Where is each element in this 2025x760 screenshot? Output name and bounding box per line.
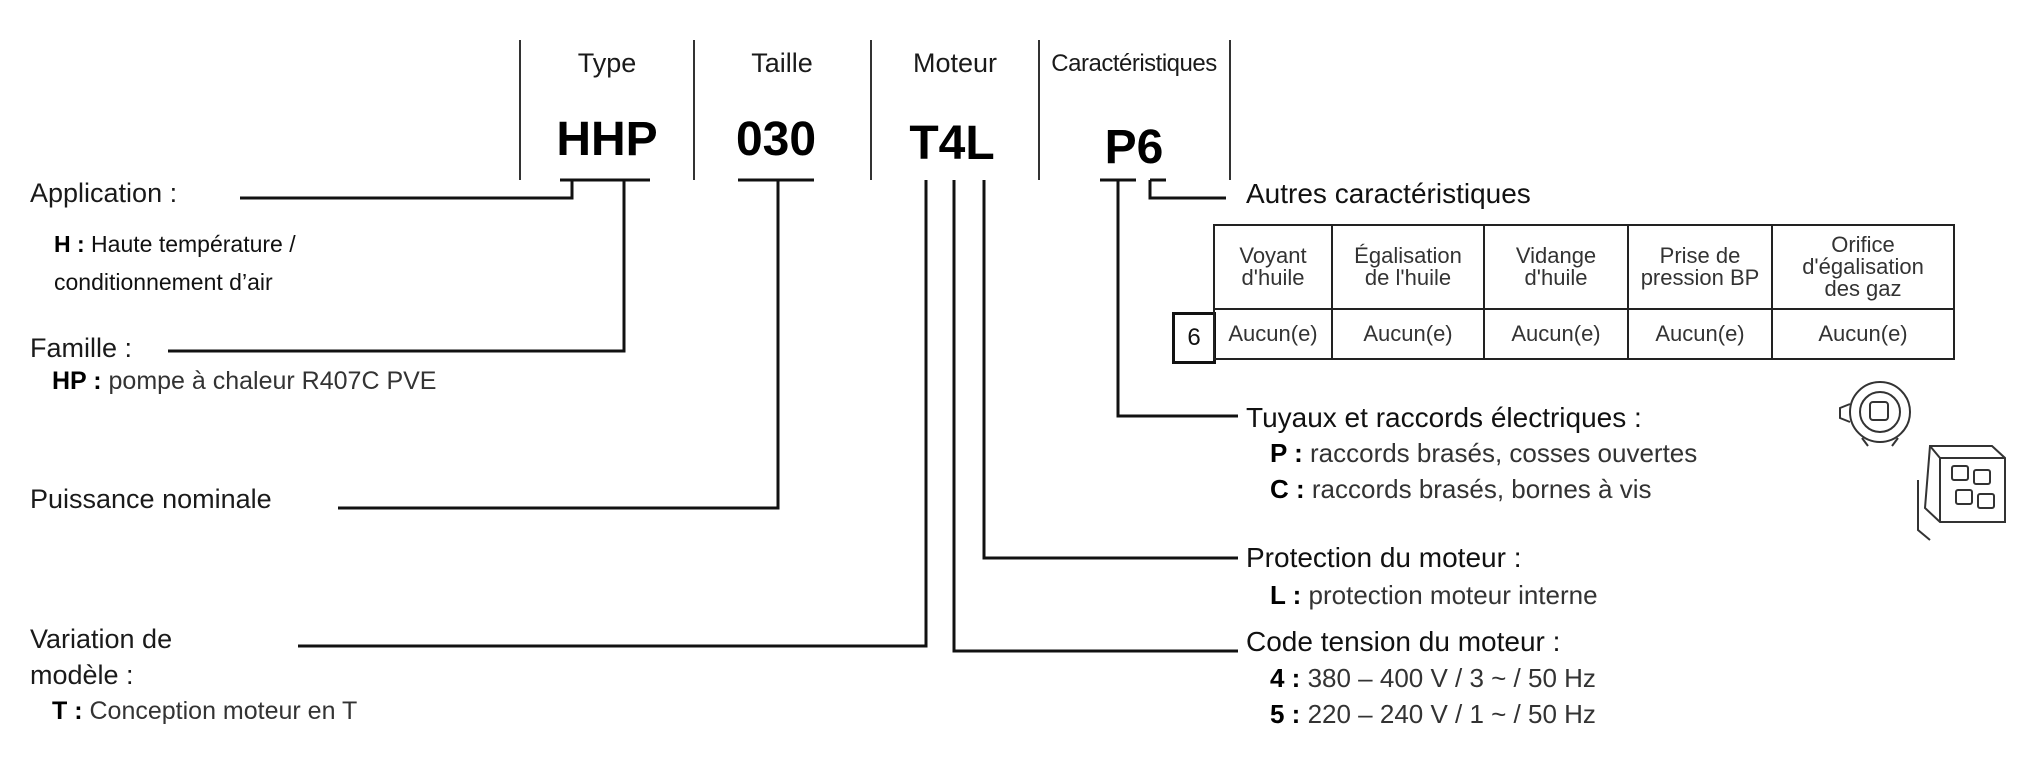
tension-item-4: 4 : 380 – 400 V / 3 ~ / 50 Hz bbox=[1270, 663, 1596, 693]
table-cell: Aucun(e) bbox=[1213, 308, 1333, 360]
protection-item-l: L : protection moteur interne bbox=[1270, 580, 1598, 610]
row-code-box: 6 bbox=[1172, 312, 1216, 364]
famille-desc: HP : pompe à chaleur R407C PVE bbox=[52, 367, 437, 395]
table-cell: Aucun(e) bbox=[1331, 308, 1485, 360]
terminal-block-icon bbox=[1917, 445, 2006, 541]
terminal-cover-icon bbox=[1839, 381, 1911, 447]
puissance-connector bbox=[338, 180, 780, 510]
code-type: HHP bbox=[556, 113, 658, 166]
famille-label: Famille : bbox=[30, 333, 133, 363]
code-taille: 030 bbox=[735, 113, 817, 166]
table-cell: Aucun(e) bbox=[1771, 308, 1955, 360]
famille-connector bbox=[168, 180, 626, 353]
tuyaux-title: Tuyaux et raccords électriques : bbox=[1246, 402, 1642, 433]
autres-title: Autres caractéristiques bbox=[1246, 178, 1531, 209]
tension-title: Code tension du moteur : bbox=[1246, 626, 1561, 657]
tension-item-5: 5 : 220 – 240 V / 1 ~ / 50 Hz bbox=[1270, 699, 1596, 729]
variation-label-line1: Variation de bbox=[30, 624, 173, 654]
column-header-caracteristiques: Caractéristiques bbox=[1051, 50, 1217, 77]
protection-connector bbox=[982, 180, 1238, 560]
tuyaux-item-c: C : raccords brasés, bornes à vis bbox=[1270, 474, 1652, 504]
puissance-label: Puissance nominale bbox=[30, 484, 272, 514]
table-cell: Aucun(e) bbox=[1627, 308, 1773, 360]
autres-connector bbox=[1148, 180, 1226, 200]
code-moteur: T4L bbox=[909, 117, 995, 170]
application-connector bbox=[240, 180, 574, 200]
tuyaux-connector bbox=[1116, 180, 1238, 418]
table-cell: Aucun(e) bbox=[1483, 308, 1629, 360]
column-header-moteur: Moteur bbox=[912, 48, 998, 78]
code-caracteristiques: P6 bbox=[1104, 121, 1164, 174]
column-header-type: Type bbox=[577, 48, 637, 78]
variation-connector bbox=[298, 180, 928, 648]
protection-title: Protection du moteur : bbox=[1246, 542, 1522, 573]
table-row: Aucun(e) Aucun(e) Aucun(e) Aucun(e) Aucu… bbox=[1213, 308, 1955, 360]
variation-label-line2: modèle : bbox=[30, 660, 134, 690]
column-header-taille: Taille bbox=[751, 48, 813, 78]
variation-desc: T : Conception moteur en T bbox=[52, 697, 358, 725]
tension-connector bbox=[952, 180, 1238, 653]
application-desc-line2: conditionnement d’air bbox=[54, 269, 273, 295]
tuyaux-item-p: P : raccords brasés, cosses ouvertes bbox=[1270, 438, 1698, 468]
application-label: Application : bbox=[30, 178, 178, 208]
application-desc-line1: H : Haute température / bbox=[54, 231, 296, 257]
